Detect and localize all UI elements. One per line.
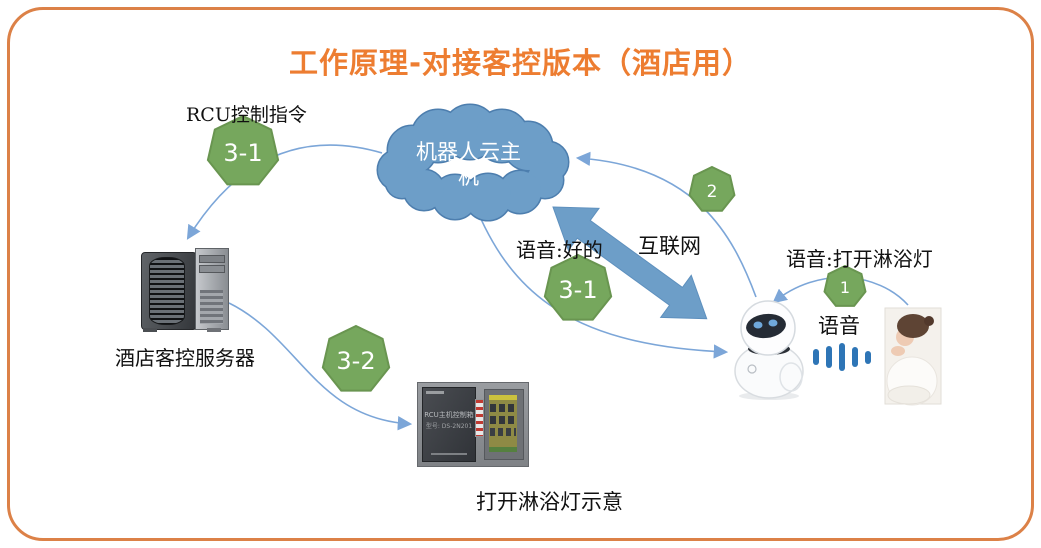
server-vent-grille (149, 257, 185, 325)
server-foot (143, 328, 157, 332)
label-rcu-command: RCU控制指令 (186, 104, 307, 126)
rcu-circuit-bay (484, 389, 524, 460)
badge-step-3-1-middle-label: 3-1 (558, 276, 597, 304)
badge-step-1-label: 1 (840, 278, 850, 297)
server-foot (207, 328, 221, 332)
rcu-sticker (475, 399, 484, 437)
waveform-bar (865, 350, 871, 364)
robot-image (734, 300, 804, 400)
server-drive-slot (199, 255, 225, 263)
label-server-caption: 酒店客控服务器 (115, 346, 255, 370)
cloud-shape (376, 103, 570, 222)
rcu-relay-row (490, 404, 516, 412)
page-title: 工作原理-对接客控版本（酒店用） (288, 46, 753, 80)
label-voice: 语音 (818, 314, 860, 338)
label-voice-ok: 语音:好的 (516, 238, 603, 262)
rcu-terminal-strip-top (489, 395, 517, 400)
label-rcu-caption: 打开淋浴灯示意 (476, 490, 623, 514)
rcu-relay-row (490, 416, 516, 424)
label-internet: 互联网 (638, 234, 701, 258)
waveform-bar (839, 343, 845, 371)
badge-step-3-1-top-label: 3-1 (223, 139, 262, 167)
rcu-panel-footer-line (431, 453, 467, 455)
cloud-label: 机器人云主 机 (396, 140, 541, 190)
internet-double-arrow (552, 206, 708, 320)
waveform-bar (813, 349, 819, 365)
waveform-bar (852, 347, 858, 367)
rcu-brand-mark (426, 391, 444, 394)
waveform-bar (826, 346, 832, 368)
rcu-terminal-strip-bottom (489, 447, 517, 452)
server-left-tower (141, 252, 197, 330)
badge-step-1: 1 (825, 266, 866, 306)
rcu-door-panel: RCU主机控制箱 型号: DS-2N201 (422, 387, 476, 462)
server-lower-grille (200, 290, 223, 324)
connector-cloud-to-robot (469, 192, 729, 359)
server-drive-slot (199, 265, 225, 273)
connector-server-to-rcu (228, 302, 413, 431)
rcu-box-image: RCU主机控制箱 型号: DS-2N201 (417, 382, 529, 467)
server-image (133, 242, 233, 334)
voice-waveform-icon (813, 342, 871, 372)
cloud-label-line2: 机 (458, 165, 479, 189)
rcu-relay-row (490, 428, 516, 436)
badge-step-2: 2 (690, 167, 735, 211)
rcu-panel-title: RCU主机控制箱 (424, 411, 474, 419)
label-voice-command: 语音:打开淋浴灯 (786, 247, 933, 271)
badge-step-3-2: 3-2 (323, 326, 389, 391)
badge-step-3-1-top: 3-1 (208, 116, 278, 184)
badge-step-3-2-label: 3-2 (336, 347, 375, 375)
person-photo (884, 307, 942, 406)
rcu-panel-model: 型号: DS-2N201 (425, 423, 473, 430)
badge-step-3-1-middle: 3-1 (545, 255, 611, 320)
cloud-label-line1: 机器人云主 (416, 140, 521, 164)
badge-step-2-label: 2 (707, 182, 718, 202)
rcu-circuit-board (489, 395, 517, 452)
